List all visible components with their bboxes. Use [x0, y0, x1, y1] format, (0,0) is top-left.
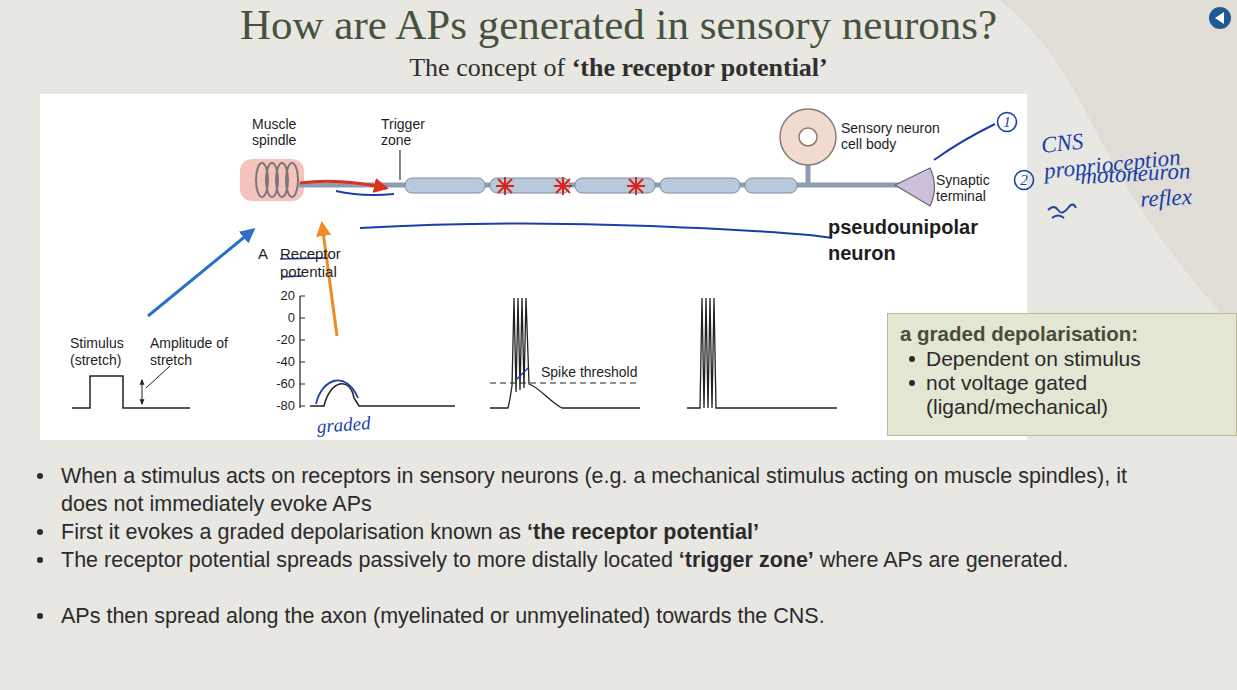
synaptic-terminal	[895, 168, 935, 206]
note-item: not voltage gated (ligand/mechanical)	[900, 371, 1236, 419]
trace-label: Amplitude of stretch	[150, 335, 230, 369]
text-run: where APs are generated.	[820, 548, 1069, 572]
amplitude-arrow	[142, 380, 143, 404]
axis-tick-label: -80	[255, 398, 295, 414]
axis-tick-label: -20	[255, 332, 295, 348]
axis-tick-label: 0	[255, 310, 295, 326]
nav-button-icon	[1215, 12, 1224, 24]
panel-letter: A	[258, 245, 276, 263]
text-run: First it evokes a graded depolarisation …	[61, 520, 521, 544]
pointer-arrow	[148, 230, 253, 316]
neuron-type-label: pseudounipolar neuron	[828, 214, 1003, 266]
callout-number: 1	[996, 111, 1018, 133]
hand-scribble	[1048, 205, 1076, 219]
note-heading: a graded depolarisation:	[900, 321, 1236, 347]
spindle-coil	[286, 163, 298, 197]
bullet-dot	[909, 356, 915, 362]
part-label: Sensory neuron cell body	[841, 120, 953, 152]
note-box: a graded depolarisation:Dependent on sti…	[887, 313, 1237, 436]
nav-button	[1209, 7, 1231, 29]
bullet-point: APs then spread along the axon (myelinat…	[61, 602, 1141, 630]
note-item: Dependent on stimulus	[900, 347, 1236, 371]
bullet-dot	[909, 380, 915, 386]
hand-bracket-line	[360, 223, 832, 238]
stimulus-trace	[72, 376, 190, 408]
key-term: ‘the receptor potential’	[527, 520, 759, 544]
trace-label: Stimulus (stretch)	[70, 335, 148, 369]
cell-body	[780, 109, 836, 165]
nucleus	[799, 128, 817, 146]
callout-text: 1	[996, 111, 1018, 133]
key-term: ‘the receptor potential’	[572, 53, 828, 82]
slide-title: How are APs generated in sensory neurons…	[0, 0, 1237, 50]
bullet-dot	[37, 557, 43, 563]
callout-number: 2	[1013, 169, 1035, 191]
text-run: When a stimulus acts on receptors in sen…	[61, 464, 1127, 516]
hand-arrow	[336, 191, 394, 195]
part-label: Trigger zone	[381, 116, 441, 148]
myelin-segment	[745, 178, 797, 193]
axis-tick-label: -40	[255, 354, 295, 370]
subtitle: The concept of ‘the receptor potential’	[0, 52, 1237, 84]
background-decoration	[1000, 0, 1237, 330]
hand-leader-line	[934, 124, 995, 160]
node-of-ranvier-mark	[554, 177, 572, 195]
leader-line	[146, 366, 170, 388]
spike-train-trace	[687, 298, 837, 408]
muscle-spindle	[240, 159, 304, 201]
signal-arrow	[300, 181, 386, 188]
hand-annotation: graded	[316, 410, 397, 438]
panel-label: Receptor potential	[280, 245, 352, 281]
spike-trace	[490, 298, 640, 408]
axis-tick-label: 20	[255, 288, 295, 304]
trigger-zone-pointer	[399, 150, 400, 180]
myelin-segment	[660, 178, 740, 193]
bullet-point: The receptor potential spreads passively…	[61, 546, 1141, 574]
node-of-ranvier-mark	[627, 177, 645, 195]
hand-annotation: motoneuron reflex	[1040, 158, 1193, 218]
hand-mark	[516, 368, 528, 380]
bullet-dot	[37, 473, 43, 479]
trace-label: Spike threshold	[541, 364, 661, 381]
axis-tick-label: -60	[255, 376, 295, 392]
myelin-segment	[405, 178, 485, 193]
bullet-point: When a stimulus acts on receptors in sen…	[61, 462, 1141, 518]
key-term: ‘trigger zone’	[679, 548, 814, 572]
text-run: The concept of	[409, 53, 565, 82]
part-label: Muscle spindle	[252, 116, 324, 148]
figure-panel	[40, 94, 1027, 440]
text-run: APs then spread along the axon (myelinat…	[61, 604, 825, 628]
node-of-ranvier-mark	[496, 177, 514, 195]
hand-trace	[316, 380, 358, 404]
receptor-potential-trace	[310, 384, 455, 406]
text-run: The receptor potential spreads passively…	[61, 548, 673, 572]
callout-text: 2	[1013, 169, 1035, 191]
part-label: Synaptic terminal	[936, 172, 1008, 204]
bullet-dot	[37, 613, 43, 619]
bullet-dot	[37, 529, 43, 535]
voltage-axis	[300, 296, 305, 408]
bullet-point: First it evokes a graded depolarisation …	[61, 518, 1141, 546]
